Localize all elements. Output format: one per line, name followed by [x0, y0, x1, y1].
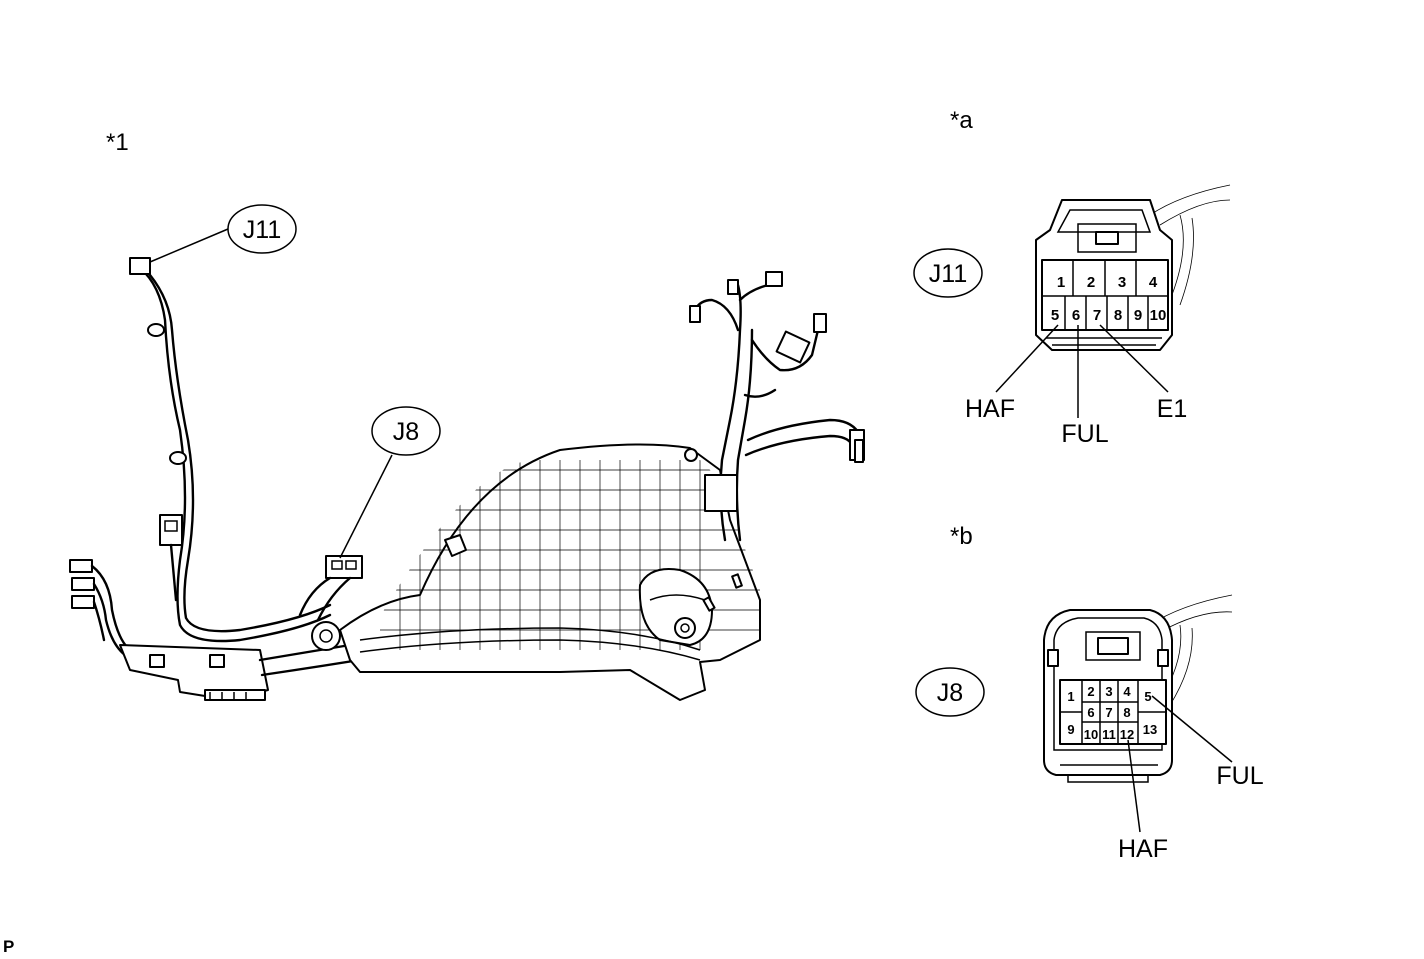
- harness-plug-icon: [159, 514, 183, 546]
- j8-connector-label: J8: [937, 679, 963, 707]
- j8-pin-11: 11: [1102, 727, 1116, 742]
- j11-pin-3: 3: [1118, 274, 1126, 291]
- view-label-1: *1: [106, 129, 129, 156]
- j8-pin-1: 1: [1067, 689, 1074, 704]
- view-label-a: *a: [950, 107, 973, 134]
- j8-pin-5: 5: [1144, 689, 1151, 704]
- j11-pin-10: 10: [1150, 307, 1167, 324]
- j8-callout: J8: [339, 406, 441, 559]
- j11-connector-face: J11 1 2 3 4 5 6 7 8 9 10: [913, 184, 1231, 448]
- j8-terminal-haf: HAF: [1118, 835, 1168, 863]
- j8-pin-9: 9: [1067, 722, 1074, 737]
- j11-connector-label: J11: [929, 260, 967, 288]
- j8-pin-3: 3: [1105, 684, 1112, 699]
- j11-callout-label: J11: [243, 216, 281, 244]
- view-label-b: *b: [950, 523, 973, 550]
- j8-terminal-ful: FUL: [1216, 762, 1263, 790]
- j11-pin-8: 8: [1114, 307, 1122, 324]
- j11-plug-icon: [129, 257, 151, 275]
- j8-pin-12: 12: [1120, 727, 1134, 742]
- j11-pin-4: 4: [1149, 274, 1158, 291]
- j11-pin-5: 5: [1051, 307, 1059, 324]
- j11-pin-1: 1: [1057, 274, 1065, 291]
- j8-pin-10: 10: [1084, 727, 1098, 742]
- j8-pin-13: 13: [1143, 722, 1157, 737]
- j8-pin-8: 8: [1123, 705, 1130, 720]
- j8-pin-4: 4: [1123, 684, 1131, 699]
- j11-pin-7: 7: [1093, 307, 1101, 324]
- j11-pin-6: 6: [1072, 307, 1080, 324]
- j11-pin-2: 2: [1087, 274, 1095, 291]
- harness-illustration: [69, 257, 865, 701]
- corner-mark: P: [3, 937, 14, 956]
- j11-terminal-ful: FUL: [1061, 420, 1108, 448]
- j8-callout-label: J8: [393, 418, 419, 446]
- j8-pin-2: 2: [1087, 684, 1094, 699]
- j11-terminal-e1: E1: [1157, 395, 1188, 423]
- j11-terminal-haf: HAF: [965, 395, 1015, 423]
- j11-pin-9: 9: [1134, 307, 1142, 324]
- j8-pin-7: 7: [1105, 705, 1112, 720]
- j8-pin-6: 6: [1087, 705, 1094, 720]
- j11-callout: J11: [149, 204, 297, 263]
- j8-connector-face: J8 1 2 3 4 5 6: [915, 594, 1264, 863]
